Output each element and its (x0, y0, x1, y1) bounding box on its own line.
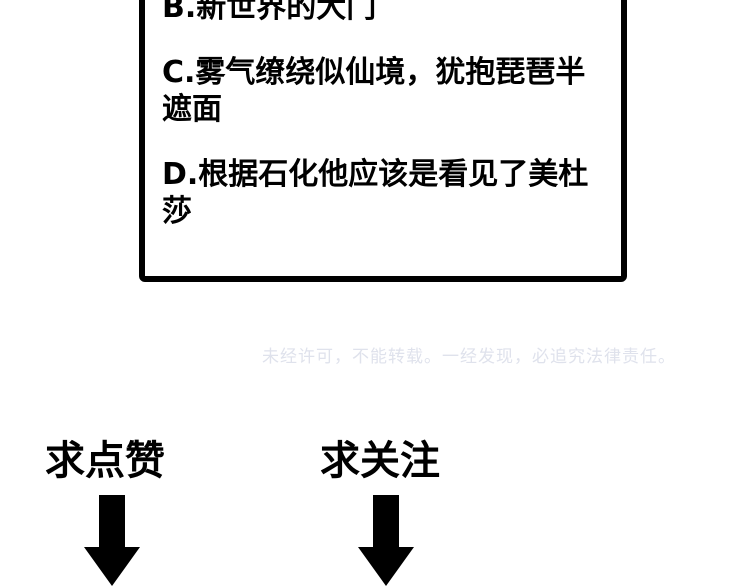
option-d: D.根据石化他应该是看见了美杜莎 (162, 157, 589, 229)
request-like-text: 求点赞 (45, 438, 165, 484)
request-follow-text: 求关注 (320, 438, 440, 484)
option-b: B.新世界的大门 (162, 0, 377, 25)
quiz-answer-box: B.新世界的大门 C.雾气缭绕似仙境，犹抱琵琶半遮面 D.根据石化他应该是看见了… (139, 0, 627, 282)
copyright-watermark: 未经许可，不能转载。一经发现，必追究法律责任。 (262, 347, 676, 367)
option-c: C.雾气缭绕似仙境，犹抱琵琶半遮面 (162, 55, 586, 127)
arrow-down-icon (358, 495, 414, 586)
arrow-down-icon (84, 495, 140, 586)
